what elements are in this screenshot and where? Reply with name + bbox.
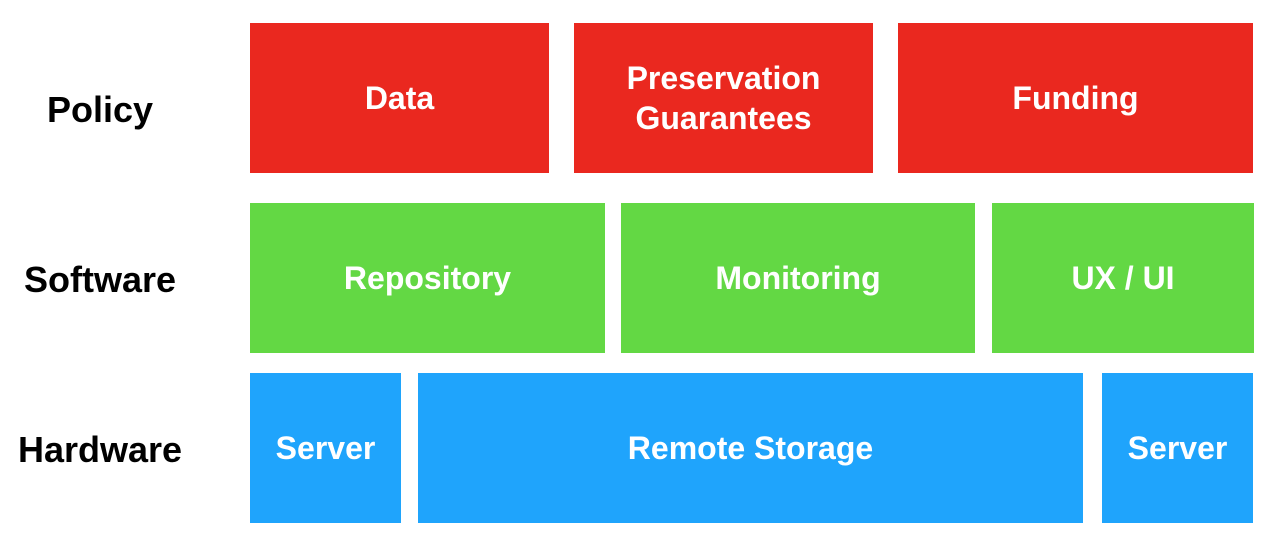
hardware-block-remote-storage: Remote Storage [418,373,1083,523]
block-label: Funding [1012,80,1139,116]
row-label-policy: Policy [46,89,154,130]
policy-block-data: Data [250,23,549,173]
software-block-monitoring: Monitoring [621,203,975,353]
block-label: Server [1127,430,1228,466]
block-label: Data [364,80,435,116]
policy-block-preservation-guarantees: Preservation Guarantees [574,23,873,173]
block-label: Remote Storage [627,430,874,466]
block-label-line: Guarantees [635,100,812,136]
block-label: Server [275,430,376,466]
block-label: UX / UI [1071,260,1175,296]
hardware-block-server-right: Server [1102,373,1253,523]
policy-block-funding: Funding [898,23,1253,173]
block-label: Monitoring [715,260,881,296]
block-label: Repository [343,260,512,296]
row-label-hardware: Hardware [17,429,183,470]
block-label-line: Preservation [626,60,821,96]
software-block-repository: Repository [250,203,605,353]
block-label: Preservation Guarantees [627,58,821,138]
hardware-block-server-left: Server [250,373,401,523]
row-label-software: Software [23,259,177,300]
software-block-ux-ui: UX / UI [992,203,1254,353]
